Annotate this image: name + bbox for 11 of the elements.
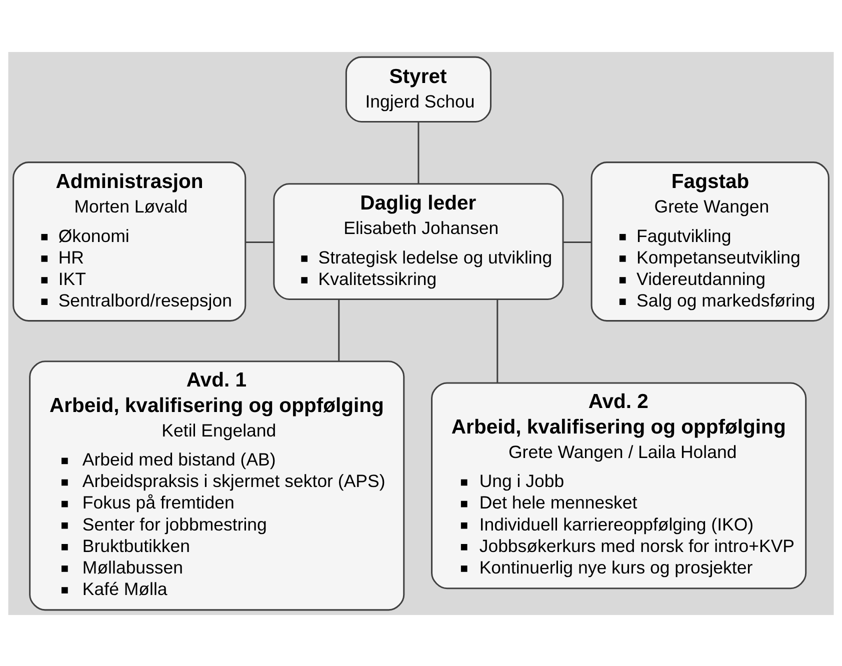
node-box: Styret Ingjerd Schou — [345, 56, 492, 122]
connector — [496, 298, 498, 382]
node-box: Fagstab Grete Wangen Fagutvikling Kompetanseutvikling Videreutdanning Salg og markedsføring — [590, 161, 830, 322]
node-box: Daglig leder Elisabeth Johansen Strategisk ledelse og utvikling Kvalitetssikring — [273, 182, 564, 300]
node-box: Avd. 2 Arbeid, kvalifisering og oppfølging Grete Wangen / Laila Holand Ung i Jobb Det hele mennesket Individuell karriereoppfølging (IKO) Jobbsøkerkurs med norsk for intro+KVP Kontinuerlig nye kurs og prosjekter — [431, 382, 807, 589]
connector — [246, 240, 274, 242]
connector — [418, 122, 420, 184]
node-box: Administrasjon Morten Løvald Økonomi HR IKT Sentralbord/resepsjon — [12, 161, 246, 322]
node-box: Avd. 1 Arbeid, kvalifisering og oppfølging Ketil Engeland Arbeid med bistand (AB) Arbeidspraksis i skjermet sektor (APS) Fokus på fremtiden Senter for jobbmestring Bruktbutikken Møllabussen Kafé Mølla — [29, 360, 405, 610]
connector — [563, 240, 592, 242]
connector — [338, 298, 340, 360]
